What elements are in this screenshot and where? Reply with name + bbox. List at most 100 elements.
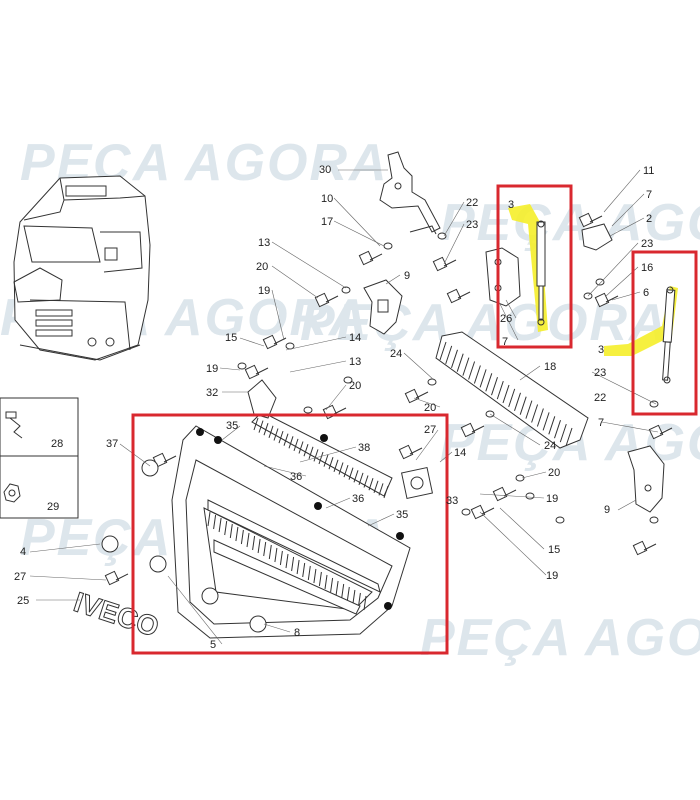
- callout: 36: [352, 493, 364, 505]
- push-clip: [201, 587, 219, 605]
- leader-line: [443, 201, 465, 237]
- callout: 27: [14, 571, 26, 583]
- emblem-text: IVECO: [70, 586, 162, 642]
- bolt: [398, 444, 423, 460]
- leader-line: [29, 575, 107, 581]
- callout: 25: [17, 595, 29, 607]
- callout: 19: [546, 570, 558, 582]
- callout: 22: [594, 392, 606, 404]
- hinge-plate: [485, 247, 521, 307]
- bolt: [648, 424, 673, 440]
- leader-line: [285, 336, 347, 351]
- callout: 3: [598, 344, 604, 356]
- callout: 29: [47, 501, 59, 513]
- callout: 23: [466, 219, 478, 231]
- leader-lines: [29, 169, 659, 645]
- callout: 10: [321, 193, 333, 205]
- callout: 38: [358, 442, 370, 454]
- bolt: [244, 364, 269, 380]
- leader-line: [479, 511, 547, 576]
- washer: [383, 242, 393, 250]
- watermark: PEÇA AGORA: [420, 609, 700, 667]
- bolt: [314, 292, 339, 308]
- leader-line: [479, 493, 545, 499]
- leader-line: [587, 242, 639, 297]
- leader-line: [325, 384, 347, 411]
- callout: 35: [396, 509, 408, 521]
- bolt: [404, 388, 429, 404]
- leader-line: [263, 623, 291, 633]
- callout: 3: [508, 199, 514, 211]
- leader-line: [299, 446, 357, 463]
- bolt: [460, 422, 485, 438]
- callout: 15: [225, 332, 237, 344]
- callout-labels: 30 10 17 13 20 19 15 19 32 14 13 20 9 22…: [14, 164, 654, 651]
- bolt: [578, 212, 603, 228]
- washer: [343, 376, 353, 384]
- callout: 20: [256, 261, 268, 273]
- callout: 11: [643, 165, 654, 177]
- bolt: [432, 256, 457, 272]
- callout: 17: [321, 216, 333, 228]
- highlight-box: [631, 250, 698, 416]
- washer: [237, 362, 247, 370]
- washer: [525, 492, 535, 500]
- highlight-box: [496, 184, 573, 349]
- washer: [595, 278, 605, 286]
- leader-line: [367, 513, 395, 527]
- bolt: [492, 486, 517, 502]
- callout: 27: [424, 424, 436, 436]
- washer: [649, 516, 659, 524]
- leader-line: [519, 365, 541, 381]
- push-clip: [101, 535, 119, 553]
- front-grille-frame: [171, 425, 411, 639]
- leader-line: [603, 169, 641, 213]
- callout: 13: [258, 237, 270, 249]
- leader-line: [403, 352, 435, 381]
- leader-line: [413, 397, 441, 408]
- callout: 22: [466, 197, 478, 209]
- washer: [649, 400, 659, 408]
- inset-nut-box: [0, 455, 79, 519]
- push-clip: [141, 459, 159, 477]
- washer: [303, 406, 313, 414]
- gas-strut-left: [508, 204, 548, 332]
- callout: 28: [51, 438, 63, 450]
- yellow-marker: [604, 286, 678, 356]
- leader-line: [609, 217, 645, 237]
- washer: [437, 232, 447, 240]
- leader-line: [271, 289, 285, 341]
- callout: 24: [390, 348, 402, 360]
- callout: 8: [294, 627, 300, 639]
- leader-line: [521, 471, 547, 479]
- leader-line: [119, 443, 151, 467]
- callout: 15: [548, 544, 560, 556]
- callout: 2: [646, 213, 652, 225]
- callout: 30: [319, 164, 331, 176]
- leader-line: [499, 507, 545, 550]
- leader-line: [289, 360, 347, 373]
- leader-line: [239, 337, 265, 347]
- clip-bracket: [581, 223, 613, 251]
- hinge-bracket: [379, 151, 441, 235]
- leader-line: [489, 413, 541, 446]
- callout: 20: [548, 467, 560, 479]
- callout: 5: [210, 639, 216, 651]
- callout: 4: [20, 546, 26, 558]
- callout: 6: [643, 287, 649, 299]
- leader-line: [611, 291, 641, 301]
- leader-line: [601, 421, 659, 433]
- callout: 26: [500, 313, 512, 325]
- leader-line: [271, 265, 319, 299]
- iveco-emblem: IVECO: [70, 586, 163, 643]
- leader-line: [219, 367, 241, 371]
- push-clip: [249, 615, 267, 633]
- mount-dots: [196, 428, 404, 610]
- leader-line: [385, 274, 401, 285]
- callout: 7: [502, 336, 508, 348]
- callout: 9: [604, 504, 610, 516]
- leader-line: [221, 425, 241, 441]
- upper-grille-mesh: [435, 331, 589, 449]
- leader-line: [505, 299, 517, 319]
